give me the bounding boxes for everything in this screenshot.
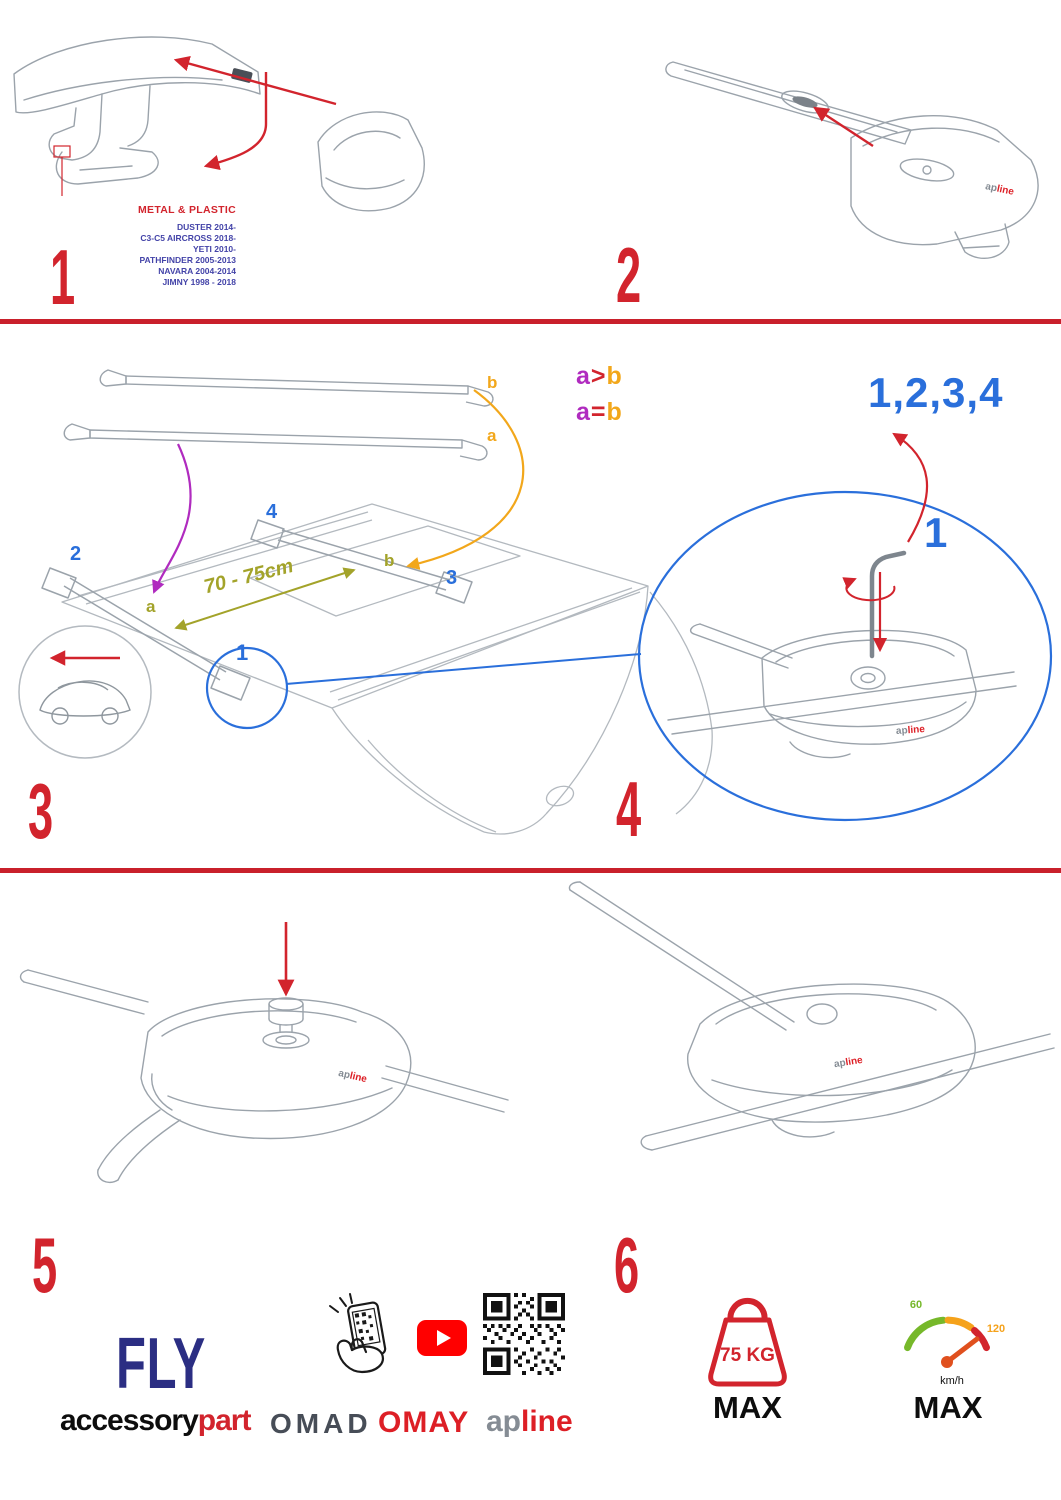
step4-zoom-circle [637,490,1053,822]
loose-bar-a-label: a [487,426,497,445]
model-item: C3-C5 AIRCROSS 2018- [140,233,236,244]
section-divider-2 [0,868,1061,873]
step2-number: 2 [616,231,642,319]
step2-arrow [813,106,874,148]
step1-number: 1 [50,233,76,321]
model-item: NAVARA 2004-2014 [158,266,236,277]
step3-detail-connector [285,653,642,685]
middle-section-drawing [18,369,1053,835]
step3-orange-guide [406,389,525,570]
step3-purple-guide [152,443,192,594]
step4-first-label: 1 [924,509,948,556]
compare-a-gt-b: a>b [576,362,623,390]
step4-allen-key [869,550,907,659]
compare-a-eq-b: a=b [576,398,623,426]
step1-arrows [53,55,337,196]
step4-clamp-drawing [667,623,1017,759]
apline-logo: apline [486,1405,573,1438]
step6-assembled-drawing [568,881,1055,1151]
qr-code [483,1293,565,1375]
max-speed-icon: 60 120 km/h [904,1299,1005,1387]
step1-model-list: DUSTER 2014- C3-C5 AIRCROSS 2018- YETI 2… [98,222,236,288]
bottom-section-drawing [19,881,1055,1184]
position-1-label: 1 [236,640,249,665]
position-4-label: 4 [266,501,278,523]
roof-b-label: b [384,551,395,570]
model-item: PATHFINDER 2005-2013 [139,255,236,266]
weight-value: 75 KG [720,1345,775,1366]
step3-number: 3 [28,767,54,855]
speed-high-label: 120 [987,1323,1005,1335]
step3-measure-arrow [174,567,356,631]
step4-arrows [842,432,929,653]
scan-qr-hand-icon [329,1293,387,1374]
weight-max-label: MAX [713,1390,782,1425]
speed-max-label: MAX [913,1390,983,1425]
step2-bar-drawing [665,61,1039,260]
model-item: DUSTER 2014- [176,222,236,232]
section-divider-1 [0,319,1061,324]
step3-mounted-bars [41,519,473,701]
omad-logo: OMAD [270,1408,372,1439]
omay-logo: OMAY [378,1406,470,1439]
speed-low-label: 60 [910,1299,922,1311]
position-3-label: 3 [446,567,458,589]
loose-bar-b-label: b [487,373,498,392]
speed-unit-label: km/h [940,1375,964,1387]
roof-a-label: a [146,597,156,616]
fly-logo: FLY [116,1324,207,1404]
step1-clamp-drawing [13,36,425,212]
step3-loose-bars [63,369,494,461]
top-section-drawing [13,36,1039,260]
step5-cover-drawing [19,969,509,1184]
model-item: YETI 2010- [193,244,236,255]
step5-number: 5 [32,1221,58,1309]
youtube-icon [417,1320,467,1356]
step3-car-inset [18,625,152,759]
step3-detail-circle [205,646,289,730]
step4-number: 4 [616,765,642,853]
step4-sequence: 1,2,3,4 [868,369,1004,416]
accessorypart-logo: accessorypart [60,1404,251,1437]
step4-apline-mark: apline [895,724,926,737]
max-weight-icon: 75 KG [708,1297,787,1387]
model-item: JIMNY 1998 - 2018 [162,277,236,288]
position-2-label: 2 [70,543,82,565]
step1-heading: METAL & PLASTIC [137,204,236,216]
step6-number: 6 [614,1221,640,1309]
